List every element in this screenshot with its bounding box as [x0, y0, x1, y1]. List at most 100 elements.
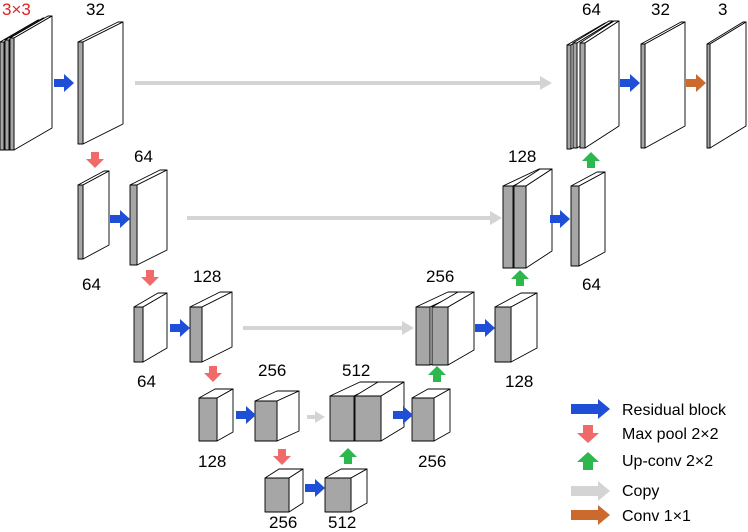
upconv-arrow [582, 152, 600, 168]
maxpool-arrow [273, 449, 291, 465]
dec3-bottom-label: 128 [505, 372, 533, 391]
enc1-label: 32 [86, 0, 105, 19]
out2-label: 3 [718, 0, 727, 19]
legend-conv: Conv 1×1 [571, 505, 691, 525]
maxpool-arrow [86, 152, 104, 168]
legend-residual: Residual block [571, 399, 727, 419]
enc4-top-label: 256 [258, 361, 286, 380]
bott1-block [264, 468, 304, 513]
dec2c-block-right [578, 171, 606, 267]
dec2b-block-front [513, 185, 527, 269]
copy-connections [135, 76, 552, 423]
legend: Residual block Max pool 2×2 Up-conv 2×2 … [571, 399, 727, 525]
legend-copy: Copy [571, 481, 659, 501]
residual-arrow [54, 74, 74, 92]
out2-block [706, 21, 747, 149]
bottleneck-top-label: 512 [342, 361, 370, 380]
bott2-block [324, 468, 368, 513]
upconv-arrow [428, 366, 446, 382]
feature-map-blocks [0, 15, 747, 513]
input-sheet [9, 15, 53, 151]
dec2b-block-right [525, 168, 553, 269]
enc3-top-label: 128 [193, 267, 221, 286]
dec3a-block-front [415, 306, 431, 366]
enc4b-block-front [254, 400, 278, 442]
input-sheet-front [4, 39, 10, 151]
dec4a-block-right [433, 388, 451, 442]
enc3a-block [133, 292, 168, 363]
dec1c-block-front [579, 42, 586, 149]
bottleneck-bottom-left-label: 256 [269, 513, 297, 532]
out1-block [640, 21, 686, 149]
enc2b-block-front [129, 184, 138, 266]
residual-arrow [620, 74, 640, 92]
maxpool-arrow [204, 366, 222, 382]
enc2b-block-right [136, 169, 168, 266]
legend-maxpool-label: Max pool 2×2 [622, 426, 719, 443]
upconv-arrow-icon [577, 452, 599, 470]
out1-block-right [644, 21, 686, 149]
enc4-bottom-label: 128 [198, 452, 226, 471]
copy-arrow [307, 411, 325, 423]
maxpool-arrow-icon [577, 425, 599, 443]
copy-arrow [187, 211, 502, 225]
legend-maxpool: Max pool 2×2 [577, 425, 719, 443]
residual-arrow [393, 406, 413, 424]
copy-arrow [243, 321, 414, 335]
dec2b-block [513, 168, 553, 269]
residual-arrow [236, 406, 256, 424]
enc1-block-front [77, 41, 84, 145]
enc3a-block-front [133, 306, 144, 363]
dec1a-block-front [566, 44, 572, 150]
input-sheet-front [9, 37, 15, 151]
dec2a-block-front [502, 185, 514, 269]
input-sheet-right [13, 15, 53, 151]
residual-arrow [475, 319, 495, 337]
residual-arrow [305, 479, 325, 497]
out2-block-front [706, 43, 711, 149]
dec1c-block [579, 20, 620, 149]
residual-arrow [550, 210, 570, 228]
bott3b-block-front [354, 395, 382, 442]
maxpool-arrow [141, 270, 159, 286]
enc2-top-label: 64 [134, 147, 153, 166]
enc2b-block [129, 169, 168, 266]
out2-block-right [709, 21, 747, 149]
dec3b-block-front [431, 306, 449, 366]
enc4b-block [254, 390, 300, 442]
upconv-arrow [511, 270, 529, 286]
copy-arrow-icon [571, 481, 610, 501]
bott1-block-front [264, 477, 290, 513]
bott2-block-front [324, 477, 352, 513]
legend-upconv: Up-conv 2×2 [577, 452, 713, 470]
upconv-arrow [339, 448, 357, 464]
dec2c-block-front [570, 185, 580, 267]
bott3a-block-front [329, 395, 355, 442]
legend-residual-label: Residual block [622, 402, 727, 419]
out1-label: 32 [651, 0, 670, 19]
residual-arrow-icon [571, 399, 610, 419]
legend-conv-label: Conv 1×1 [622, 508, 691, 525]
dec1c-block-right [584, 20, 620, 149]
enc2a-block [77, 170, 110, 260]
conv-arrow [686, 74, 706, 92]
enc3b-block-front [189, 306, 203, 363]
residual-arrow [110, 210, 130, 228]
dec3c-block-front [494, 306, 512, 363]
legend-copy-label: Copy [622, 483, 659, 500]
enc3-bottom-label: 64 [137, 372, 156, 391]
dec4a-block-front [411, 397, 435, 442]
enc2a-block-front [77, 184, 84, 260]
dec2c-block [570, 171, 606, 267]
input-label: 3×3 [2, 0, 31, 19]
enc2a-block-right [82, 170, 110, 260]
dec2-top-label: 128 [508, 147, 536, 166]
dec3b-block [431, 291, 475, 366]
enc4a-block [198, 388, 234, 442]
copy-arrow [135, 76, 552, 90]
bottleneck-bottom-right-label: 512 [328, 513, 356, 532]
input-sheet-front [0, 41, 5, 151]
out1-block-front [640, 43, 646, 149]
dec3-top-label: 256 [426, 267, 454, 286]
